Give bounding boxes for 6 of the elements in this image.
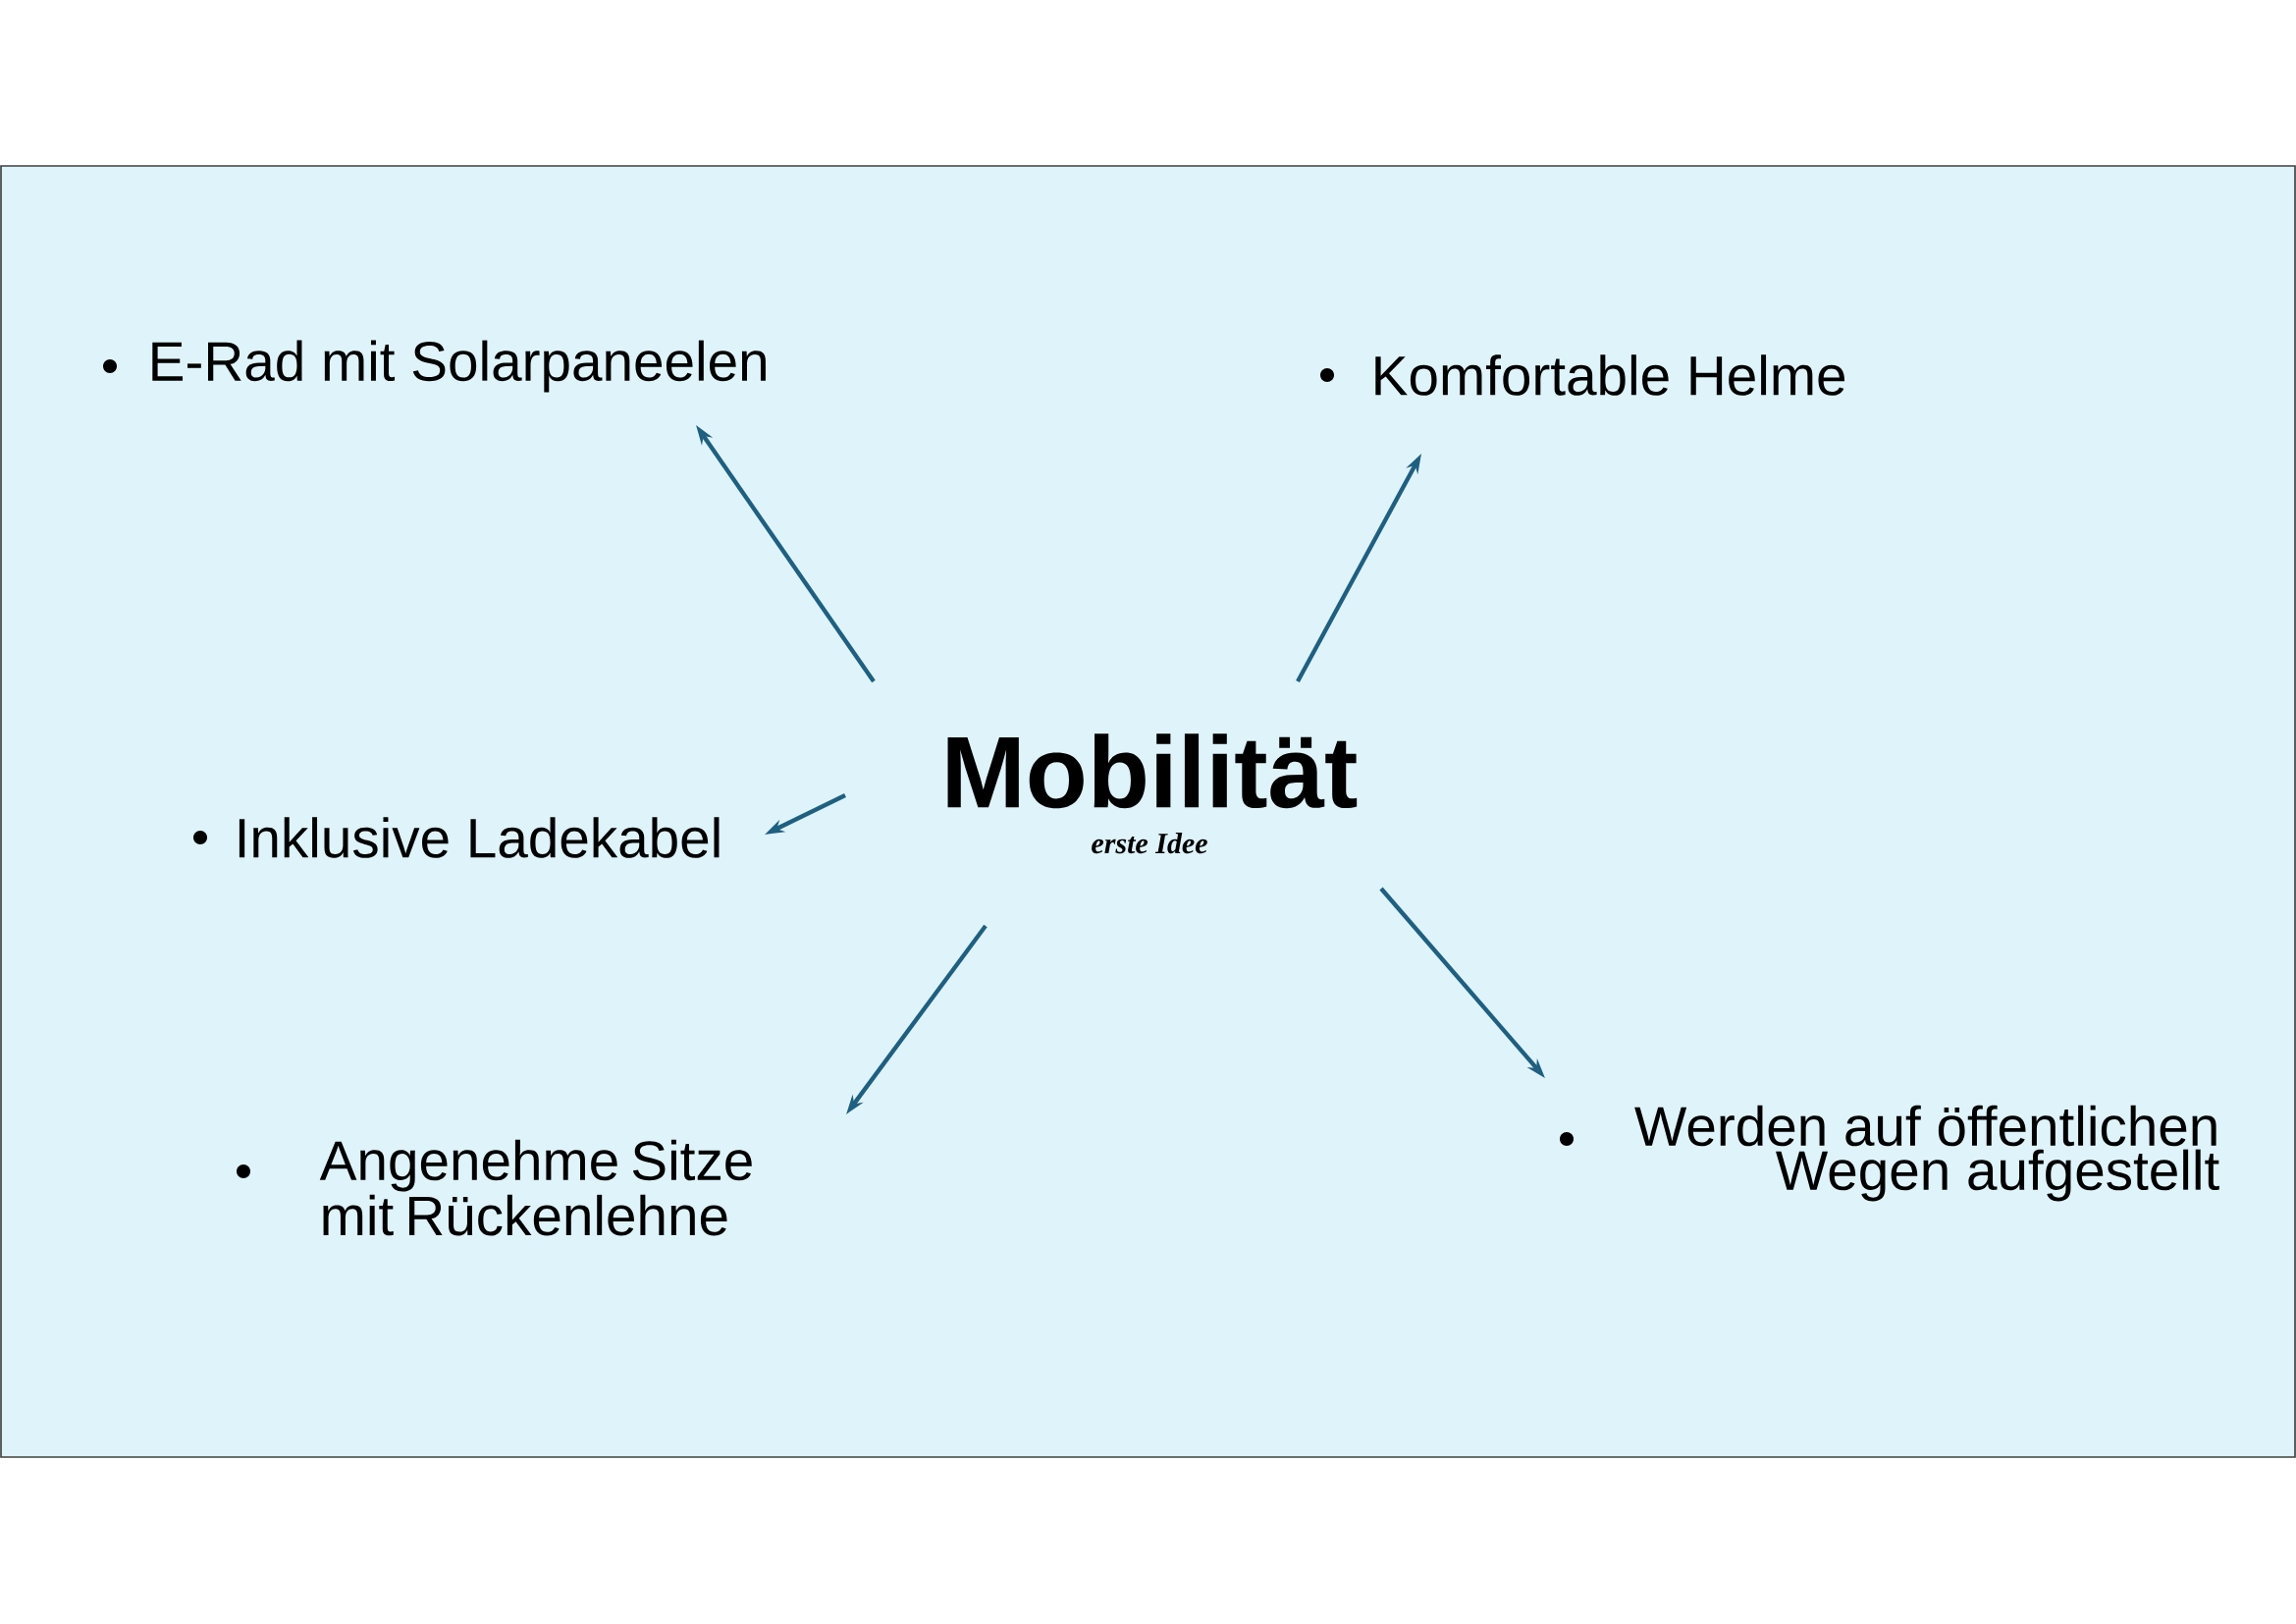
bullet-item: E-Rad mit Solarpaneelen	[152, 340, 766, 393]
bullet-item: Angenehme Sitze mit Rückenlehne	[319, 1139, 752, 1236]
bullet-item: Werden auf öffentlichen Wegen aufgestellt	[1634, 1105, 2219, 1202]
bullet-item: Komfortable Helme	[1375, 354, 1845, 396]
title-text: Mobilität erste Idee	[947, 733, 1358, 854]
bullet-item: Inklusive Ladekabel	[239, 817, 720, 858]
